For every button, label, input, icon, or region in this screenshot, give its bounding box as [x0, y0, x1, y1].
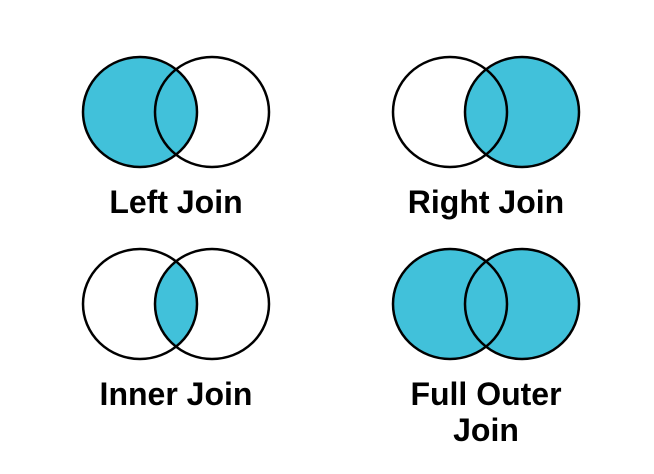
- right-circle-outline: [153, 247, 271, 361]
- intersection-fill: [155, 57, 197, 167]
- left-join-venn-diagram: [81, 55, 271, 169]
- right-circle-outline: [153, 55, 271, 169]
- left-join-label: Left Join: [109, 184, 243, 220]
- left-circle-outline: [81, 247, 199, 361]
- full-outer-join-venn-diagram: [391, 247, 581, 361]
- intersection-fill: [155, 249, 197, 359]
- left-circle-outline: [391, 55, 509, 169]
- intersection-fill: [465, 249, 507, 359]
- right-join-label: Right Join: [407, 184, 565, 220]
- inner-join-label: Inner Join: [99, 376, 253, 412]
- venn-left-join: Left Join: [61, 50, 291, 220]
- inner-join-venn-diagram: [81, 247, 271, 361]
- right-join-venn-diagram: [391, 55, 581, 169]
- intersection-fill: [465, 57, 507, 167]
- venn-full-outer-join: Full Outer Join: [371, 242, 601, 448]
- venn-inner-join: Inner Join: [61, 242, 291, 412]
- left-circle-outline: [81, 55, 199, 169]
- right-circle-outline: [463, 55, 581, 169]
- venn-right-join: Right Join: [371, 50, 601, 220]
- left-circle-outline: [391, 247, 509, 361]
- full-outer-join-label: Full Outer Join: [410, 376, 562, 448]
- right-circle-outline: [463, 247, 581, 361]
